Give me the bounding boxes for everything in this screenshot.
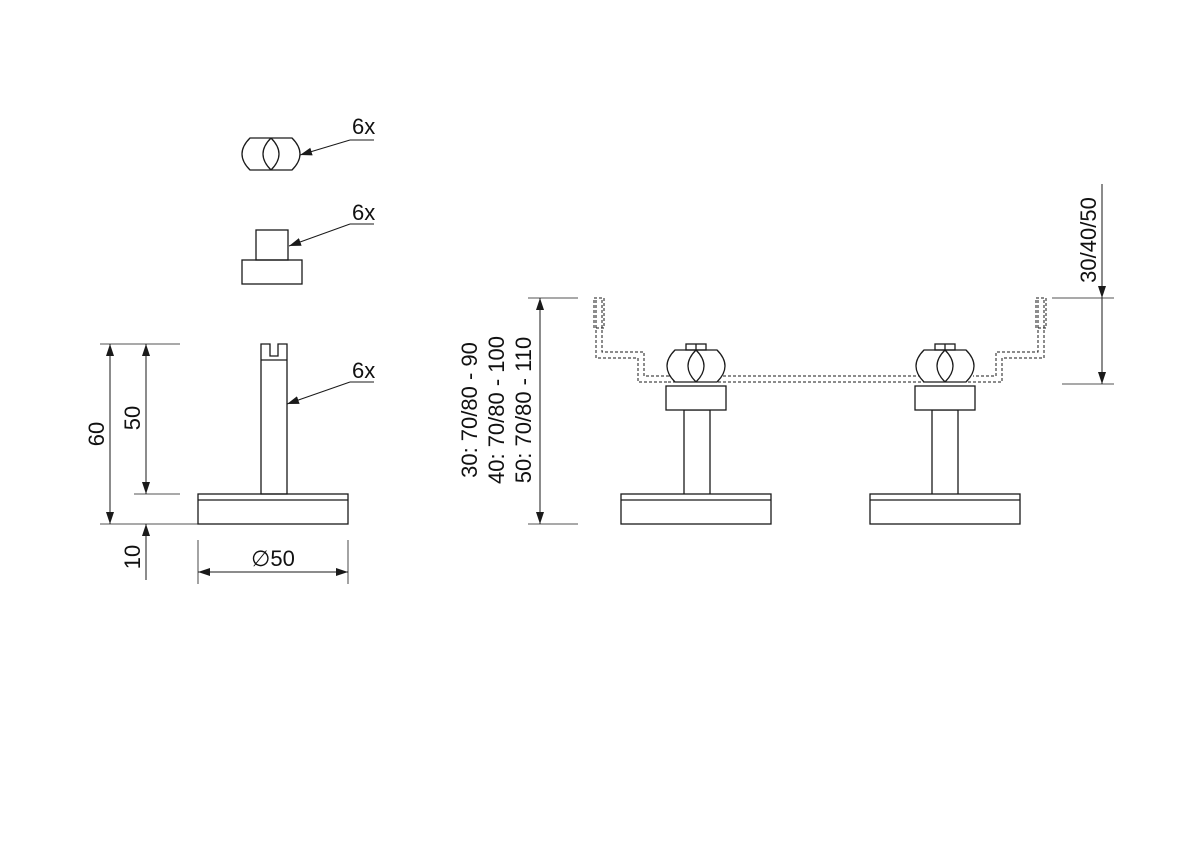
nut-callout: 6x (299, 114, 375, 156)
cap-quantity-label: 6x (352, 200, 375, 225)
dimension-stem-height: 50 (120, 344, 180, 495)
dimension-profile-height: 30/40/50 (1052, 184, 1114, 385)
dimension-base-thickness: 10 (120, 524, 150, 580)
height-range-40: 40: 70/80 - 100 (484, 336, 509, 484)
pedestal-callout: 6x (286, 358, 375, 405)
assembly-view: 30: 70/80 - 90 40: 70/80 - 100 50: 70/80… (457, 184, 1114, 525)
left-pedestal-assembly (620, 343, 772, 525)
profile-height-label: 30/40/50 (1076, 197, 1101, 283)
dimension-assembly-height: 30: 70/80 - 90 40: 70/80 - 100 50: 70/80… (457, 297, 578, 525)
cap-part (241, 229, 303, 285)
right-pedestal-assembly (869, 343, 1021, 525)
left-support-bracket (593, 297, 668, 383)
total-height-label: 60 (84, 422, 109, 446)
base-diameter-label: ∅50 (251, 546, 295, 571)
dimension-total-height: 60 (84, 343, 198, 525)
pedestal-part (197, 343, 349, 525)
height-range-30: 30: 70/80 - 90 (457, 342, 482, 478)
cap-callout: 6x (288, 200, 375, 247)
right-support-bracket (974, 297, 1047, 383)
hex-nut-part (241, 137, 301, 171)
pedestal-quantity-label: 6x (352, 358, 375, 383)
nut-quantity-label: 6x (352, 114, 375, 139)
base-thickness-label: 10 (120, 545, 145, 569)
dimension-base-diameter: ∅50 (197, 540, 349, 584)
height-range-50: 50: 70/80 - 110 (511, 337, 536, 483)
stem-height-label: 50 (120, 406, 145, 430)
